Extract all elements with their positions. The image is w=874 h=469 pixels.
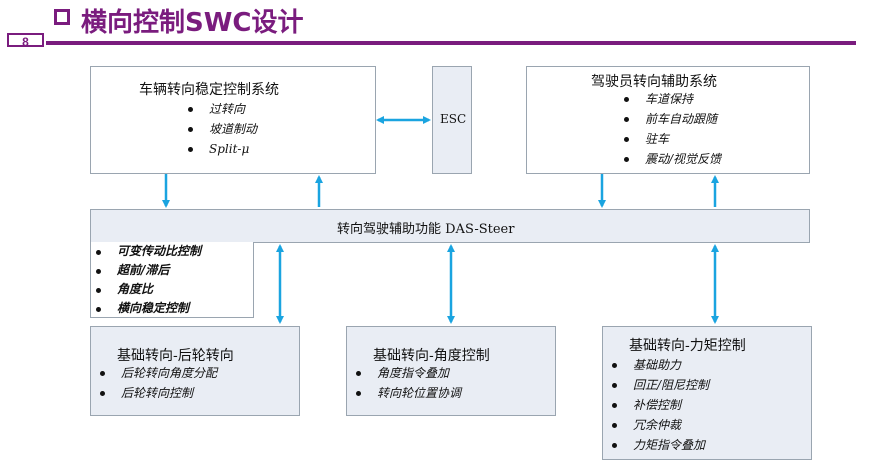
bullet-icon (624, 117, 629, 122)
bullet-icon (100, 391, 105, 396)
das-features-list: 可变传动比控制 超前/滞后 角度比 横向稳定控制 (91, 242, 201, 318)
bullet-icon (624, 137, 629, 142)
list-item: 力矩指令叠加 (607, 435, 709, 455)
rear-steering-list: 后轮转向角度分配 后轮转向控制 (95, 363, 217, 403)
stability-system-title: 车辆转向稳定控制系统 (139, 82, 279, 98)
list-item: 角度指令叠加 (351, 363, 461, 383)
list-item: 横向稳定控制 (91, 299, 201, 318)
list-item: 驻车 (619, 129, 721, 149)
stability-system-list: 过转向 坡道制动 Split-μ (183, 99, 257, 159)
bullet-icon (96, 250, 101, 255)
driver-assist-title: 驾驶员转向辅助系统 (591, 74, 717, 90)
list-item: 超前/滞后 (91, 261, 201, 280)
list-item: 前车自动跟随 (619, 109, 721, 129)
angle-control-box: 基础转向-角度控制 角度指令叠加 转向轮位置协调 (346, 326, 556, 416)
stability-system-box: 车辆转向稳定控制系统 过转向 坡道制动 Split-μ (90, 66, 376, 174)
list-item: 后轮转向角度分配 (95, 363, 217, 383)
bullet-icon (612, 423, 617, 428)
bullet-icon (356, 391, 361, 396)
list-item: 转向轮位置协调 (351, 383, 461, 403)
list-item: 可变传动比控制 (91, 242, 201, 261)
bullet-icon (624, 157, 629, 162)
bullet-icon (96, 307, 101, 312)
bullet-icon (612, 383, 617, 388)
bullet-icon (188, 147, 193, 152)
bullet-icon (100, 371, 105, 376)
bullet-icon (96, 269, 101, 274)
title-square-icon (54, 9, 70, 25)
slide-number: 8 (7, 33, 44, 49)
list-item: 角度比 (91, 280, 201, 299)
list-item: 过转向 (183, 99, 257, 119)
bullet-icon (612, 403, 617, 408)
page-title: 横向控制SWC设计 (81, 8, 304, 38)
torque-control-list: 基础助力 回正/阻尼控制 补偿控制 冗余仲裁 力矩指令叠加 (607, 355, 709, 455)
list-item: 坡道制动 (183, 119, 257, 139)
rear-steering-box: 基础转向-后轮转向 后轮转向角度分配 后轮转向控制 (90, 326, 300, 416)
bullet-icon (188, 107, 193, 112)
bullet-icon (188, 127, 193, 132)
list-item: 回正/阻尼控制 (607, 375, 709, 395)
list-item: 震动/视觉反馈 (619, 149, 721, 169)
bullet-icon (612, 363, 617, 368)
esc-label: ESC (440, 112, 467, 126)
torque-control-title: 基础转向-力矩控制 (629, 338, 746, 354)
angle-control-title: 基础转向-角度控制 (373, 348, 490, 364)
bullet-icon (624, 97, 629, 102)
list-item: Split-μ (183, 139, 257, 159)
esc-box: ESC (432, 66, 472, 174)
das-steer-label: 转向驾驶辅助功能 DAS-Steer (337, 222, 515, 237)
angle-control-list: 角度指令叠加 转向轮位置协调 (351, 363, 461, 403)
title-underline (46, 41, 856, 45)
driver-assist-box: 驾驶员转向辅助系统 车道保持 前车自动跟随 驻车 震动/视觉反馈 (526, 66, 810, 174)
bullet-icon (612, 443, 617, 448)
list-item: 车道保持 (619, 89, 721, 109)
bullet-icon (356, 371, 361, 376)
das-steer-bar: 转向驾驶辅助功能 DAS-Steer (90, 209, 810, 243)
list-item: 补偿控制 (607, 395, 709, 415)
list-item: 后轮转向控制 (95, 383, 217, 403)
driver-assist-list: 车道保持 前车自动跟随 驻车 震动/视觉反馈 (619, 89, 721, 169)
list-item: 基础助力 (607, 355, 709, 375)
torque-control-box: 基础转向-力矩控制 基础助力 回正/阻尼控制 补偿控制 冗余仲裁 力矩指令叠加 (602, 326, 812, 460)
rear-steering-title: 基础转向-后轮转向 (117, 348, 234, 364)
das-features-box: 可变传动比控制 超前/滞后 角度比 横向稳定控制 (90, 242, 254, 318)
bullet-icon (96, 288, 101, 293)
list-item: 冗余仲裁 (607, 415, 709, 435)
